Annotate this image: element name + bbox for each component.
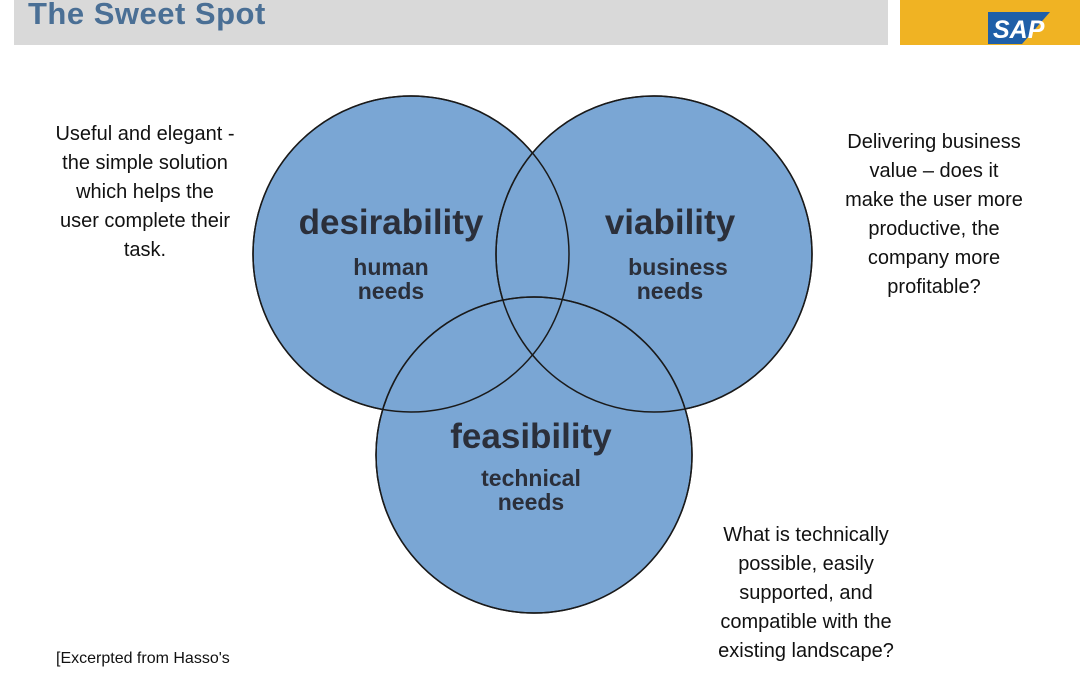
feasibility-sub-1: technical: [481, 465, 581, 491]
note-line: profitable?: [887, 276, 981, 298]
note-line: Useful and elegant -: [55, 123, 235, 145]
note-line: which helps the: [76, 181, 214, 203]
sap-logo-text: SAP: [993, 16, 1045, 44]
venn-outlines: [252, 95, 813, 614]
viability-note: Delivering business value – does it make…: [818, 128, 1050, 302]
feasibility-outline: [375, 296, 693, 614]
note-line: What is technically: [723, 524, 889, 546]
note-line: Delivering business: [847, 131, 1021, 153]
sap-logo: SAP: [988, 12, 1050, 44]
feasibility-note: What is technically possible, easily sup…: [690, 521, 922, 666]
desirability-sub-2: needs: [358, 278, 424, 304]
feasibility-sub-2: needs: [498, 489, 564, 515]
slide-title: The Sweet Spot: [28, 0, 266, 31]
note-line: productive, the: [868, 218, 1000, 240]
note-line: value – does it: [869, 160, 999, 182]
note-line: user complete their: [59, 210, 231, 232]
note-line: make the user more: [845, 189, 1023, 211]
note-line: supported, and: [739, 582, 873, 604]
viability-sub-2: needs: [637, 278, 703, 304]
desirability-note: Useful and elegant - the simple solution…: [30, 120, 260, 265]
venn-circles: [252, 95, 813, 614]
desirability-label: desirability: [299, 203, 484, 242]
note-line: the simple solution: [62, 152, 228, 174]
feasibility-label: feasibility: [450, 417, 612, 456]
note-line: existing landscape?: [718, 640, 894, 662]
desirability-sub-1: human: [353, 254, 428, 280]
viability-label: viability: [605, 203, 736, 242]
viability-outline: [495, 95, 813, 413]
note-line: possible, easily: [738, 553, 874, 575]
title-bar: The Sweet Spot: [14, 0, 888, 45]
desirability-outline: [252, 95, 570, 413]
note-line: company more: [867, 247, 1001, 269]
viability-sub-1: business: [628, 254, 728, 280]
note-line: task.: [123, 239, 167, 261]
note-line: compatible with the: [720, 611, 892, 633]
source-footnote: [Excerpted from Hasso's: [56, 650, 230, 667]
